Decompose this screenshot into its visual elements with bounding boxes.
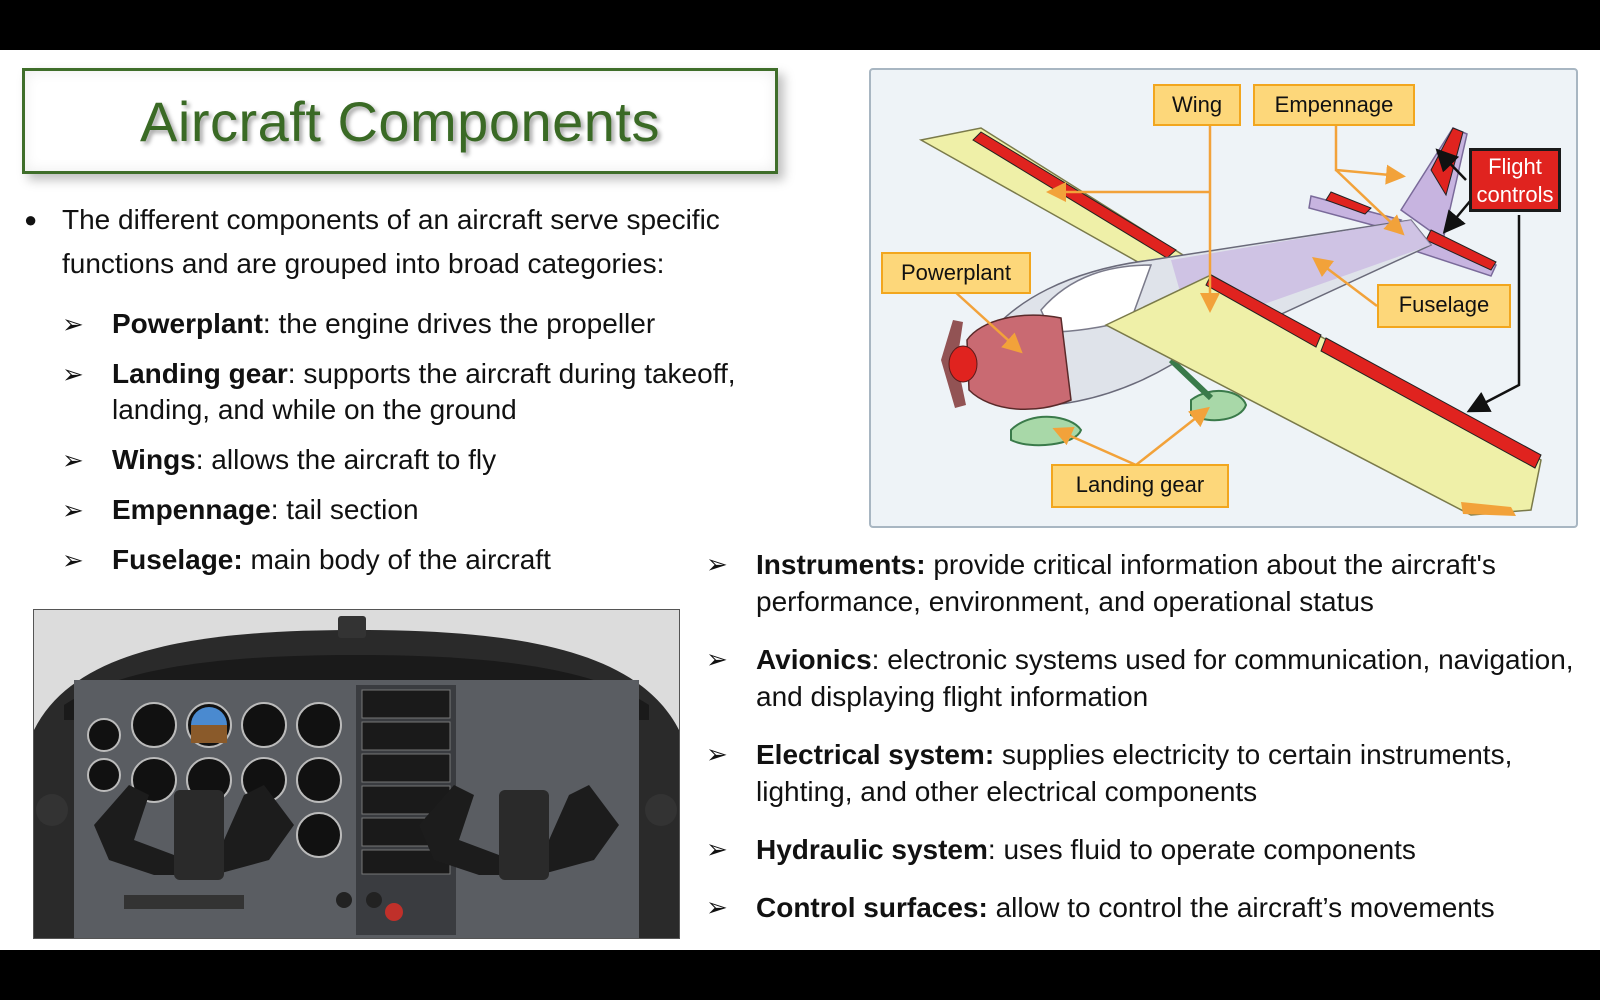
item-desc: : tail section: [270, 494, 419, 525]
list-item: ➢ Wings: allows the aircraft to fly: [62, 442, 782, 478]
list-item: ➢ Empennage: tail section: [62, 492, 782, 528]
item-desc: : allows the aircraft to fly: [195, 444, 497, 475]
left-aileron: [972, 131, 1177, 259]
left-air-vent: [36, 794, 68, 826]
fuselage-connector: [1312, 256, 1378, 307]
item-desc: : electronic systems used for communicat…: [756, 644, 1574, 712]
flight-control-connector-1: [1435, 148, 1467, 181]
wing-tip-light: [1461, 502, 1516, 516]
item-term: Fuselage:: [112, 544, 243, 575]
item-desc: allow to control the aircraft’s movement…: [987, 892, 1495, 923]
empennage-connector-2: [1335, 169, 1405, 236]
item-desc: provide critical information about the a…: [756, 549, 1496, 617]
powerplant-connector: [952, 289, 1023, 354]
mirror: [338, 616, 366, 638]
right-aileron: [1320, 337, 1542, 469]
title-box: Aircraft Components: [22, 68, 778, 174]
cockpit-photo: [33, 609, 680, 939]
spinner: [948, 345, 978, 383]
list-item: ➢ Avionics: electronic systems used for c…: [706, 641, 1596, 715]
item-term: Avionics: [756, 644, 872, 675]
aircraft-diagram: Wing Empennage Flight controls Powerplan…: [869, 68, 1578, 528]
engine-cowling: [966, 314, 1072, 410]
item-term: Powerplant: [112, 308, 263, 339]
flight-control-connector-3: [1466, 215, 1521, 413]
item-term: Control surfaces:: [756, 892, 988, 923]
arrow-bullet-icon: ➢: [706, 834, 728, 864]
flight-controls-label: Flight controls: [1469, 148, 1561, 212]
item-desc: supplies electricity to certain instrume…: [756, 739, 1513, 807]
flight-control-connectors: [1435, 148, 1521, 413]
right-flap: [1205, 274, 1322, 348]
slide: Aircraft Components ● The different comp…: [0, 50, 1600, 950]
arrow-bullet-icon: ➢: [62, 545, 84, 575]
landing-gear-connector-right: [1135, 406, 1210, 466]
system-list: ➢ Instruments: provide critical informati…: [706, 546, 1596, 947]
list-item: ➢ Electrical system: supplies electricity…: [706, 736, 1596, 810]
item-desc: main body of the aircraft: [242, 544, 551, 575]
fuselage-label: Fuselage: [1377, 284, 1511, 328]
list-item: ➢ Powerplant: the engine drives the prope…: [62, 306, 782, 342]
arrow-bullet-icon: ➢: [706, 739, 728, 769]
item-term: Landing gear: [112, 358, 288, 389]
item-desc: : the engine drives the propeller: [262, 308, 656, 339]
flight-controls-line1: Flight: [1488, 154, 1542, 179]
elevator-right: [1425, 229, 1497, 271]
cabin-window: [1040, 264, 1153, 333]
aircraft-illustration: [918, 116, 1542, 516]
cockpit-illustration: [34, 610, 679, 938]
callout-connectors: [952, 116, 1406, 467]
arrow-bullet-icon: ➢: [706, 892, 728, 922]
component-list: ➢ Powerplant: the engine drives the prope…: [62, 306, 782, 592]
item-term: Electrical system:: [756, 739, 995, 770]
control-yoke-right: [419, 785, 619, 880]
flight-controls-line2: controls: [1476, 182, 1554, 207]
item-term: Empennage: [112, 494, 271, 525]
control-yoke-left: [94, 785, 294, 880]
wing-label: Wing: [1153, 84, 1241, 126]
left-wheel-fairing: [1010, 415, 1083, 447]
right-air-vent: [645, 794, 677, 826]
arrow-bullet-icon: ➢: [62, 495, 84, 525]
arrow-bullet-icon: ➢: [62, 359, 84, 389]
arrow-bullet-icon: ➢: [706, 644, 728, 674]
empennage-label: Empennage: [1253, 84, 1415, 126]
flight-control-connector-2: [1442, 199, 1472, 234]
list-item: ➢ Hydraulic system: uses fluid to operate…: [706, 831, 1596, 868]
bullet-dot-icon: ●: [24, 207, 38, 232]
list-item: ➢ Instruments: provide critical informati…: [706, 546, 1596, 620]
item-desc: : supports the aircraft during takeoff, …: [112, 358, 736, 425]
gear-strut: [1168, 357, 1214, 401]
arrow-bullet-icon: ➢: [62, 445, 84, 475]
right-wing: [1104, 274, 1542, 516]
page-title: Aircraft Components: [140, 89, 660, 153]
powerplant-label: Powerplant: [881, 252, 1031, 294]
empennage-connector: [1334, 120, 1406, 185]
attitude-ground: [191, 725, 227, 743]
landing-gear-label: Landing gear: [1051, 464, 1229, 508]
list-item: ➢ Landing gear: supports the aircraft dur…: [62, 356, 782, 428]
item-desc: : uses fluid to operate components: [987, 834, 1416, 865]
radio-stack: [361, 689, 451, 875]
list-item: ➢ Control surfaces: allow to control the …: [706, 889, 1596, 926]
landing-gear-connector-left: [1052, 426, 1137, 467]
item-term: Instruments:: [756, 549, 926, 580]
intro-text: The different components of an aircraft …: [62, 204, 720, 279]
item-term: Hydraulic system: [756, 834, 988, 865]
item-term: Wings: [112, 444, 196, 475]
elevator-left: [1325, 191, 1372, 215]
arrow-bullet-icon: ➢: [62, 309, 84, 339]
list-item: ➢ Fuselage: main body of the aircraft: [62, 542, 782, 578]
arrow-bullet-icon: ➢: [706, 549, 728, 579]
lower-switches: [124, 892, 403, 921]
